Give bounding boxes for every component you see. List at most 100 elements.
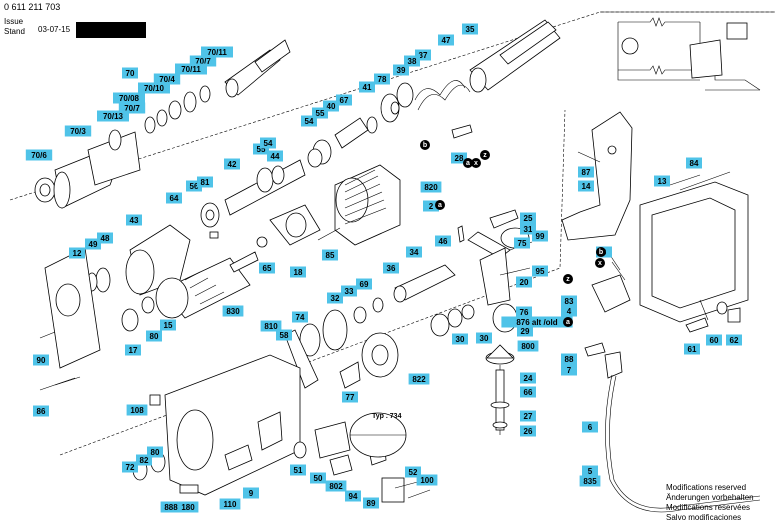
svg-text:62: 62: [730, 336, 739, 345]
svg-text:830: 830: [226, 307, 240, 316]
wiring-schematic: [617, 17, 761, 91]
svg-text:27: 27: [524, 412, 533, 421]
marker-b: b: [596, 247, 606, 257]
callout-77: 77: [342, 391, 358, 403]
note-en: Modifications reserved: [666, 483, 747, 492]
svg-text:41: 41: [363, 83, 372, 92]
callout-87: 87: [578, 166, 594, 178]
callout-5: 5: [582, 465, 598, 477]
svg-text:70/08: 70/08: [119, 94, 140, 103]
svg-text:83: 83: [565, 297, 574, 306]
callout-88: 88: [561, 353, 577, 365]
svg-text:46: 46: [439, 237, 448, 246]
callout-822: 822: [408, 373, 430, 385]
callout-82: 82: [136, 454, 152, 466]
svg-text:95: 95: [536, 267, 545, 276]
gear-housing-cover: [39, 247, 101, 391]
callout-78: 78: [374, 73, 390, 85]
callout-65: 65: [259, 262, 275, 274]
svg-text:54: 54: [305, 117, 314, 126]
svg-text:43: 43: [130, 216, 139, 225]
screws: [54, 174, 701, 499]
svg-text:6: 6: [588, 423, 593, 432]
callout-80: 80: [146, 330, 162, 342]
callout-39: 39: [393, 64, 409, 76]
callout-55: 55: [253, 143, 269, 155]
svg-text:30: 30: [480, 334, 489, 343]
svg-text:69: 69: [360, 280, 369, 289]
svg-text:30: 30: [456, 335, 465, 344]
svg-text:66: 66: [524, 388, 533, 397]
svg-text:180: 180: [181, 503, 195, 512]
svg-text:7: 7: [567, 366, 572, 375]
callout-108: 108: [126, 404, 148, 416]
svg-text:70/7: 70/7: [195, 57, 211, 66]
armature: [121, 236, 268, 332]
svg-text:70: 70: [126, 69, 135, 78]
svg-text:49: 49: [89, 240, 98, 249]
callout-70-4: 70/4: [153, 73, 181, 85]
brush-holder-parts: [293, 412, 426, 503]
callout-820: 820: [420, 181, 442, 193]
svg-text:55: 55: [316, 109, 325, 118]
callout-40: 40: [323, 100, 339, 112]
callout-61: 61: [684, 343, 700, 355]
callout-labels: 70/1170/770/1170/470/1070/0870/770/1370/…: [25, 23, 742, 513]
callout-94: 94: [345, 490, 361, 502]
callout-9: 9: [243, 487, 259, 499]
cylinder-assembly: [307, 19, 561, 168]
callout-67: 67: [336, 94, 352, 106]
svg-text:70/6: 70/6: [31, 151, 47, 160]
handle-housing: [639, 171, 749, 333]
svg-text:58: 58: [280, 331, 289, 340]
svg-text:88: 88: [565, 355, 574, 364]
svg-text:86: 86: [37, 407, 46, 416]
svg-text:9: 9: [249, 489, 254, 498]
callout-888: 888: [160, 501, 182, 513]
svg-text:75: 75: [518, 239, 527, 248]
svg-text:x: x: [474, 160, 478, 167]
issue-date: 03-07-15: [38, 25, 71, 34]
callout-69: 69: [356, 278, 372, 290]
callout-33: 33: [341, 285, 357, 297]
marker-a: a: [463, 158, 473, 168]
svg-text:80: 80: [150, 332, 159, 341]
marker-z: z: [563, 274, 573, 284]
svg-text:55: 55: [257, 145, 266, 154]
marker-x: x: [471, 158, 481, 168]
callout-46: 46: [435, 235, 451, 247]
svg-text:64: 64: [170, 194, 179, 203]
svg-text:56: 56: [190, 182, 199, 191]
svg-text:54: 54: [264, 139, 273, 148]
marker-a: a: [435, 200, 445, 210]
svg-text:b: b: [423, 142, 427, 149]
callout-70-13: 70/13: [97, 110, 129, 122]
callout-70-7: 70/7: [189, 55, 217, 67]
callout-66: 66: [520, 386, 536, 398]
svg-text:20: 20: [520, 278, 529, 287]
svg-text:876 alt /old: 876 alt /old: [516, 318, 557, 327]
callout-52: 52: [405, 466, 421, 478]
callout-84: 84: [686, 157, 702, 169]
svg-text:70/3: 70/3: [70, 127, 86, 136]
callout-74: 74: [292, 311, 308, 323]
svg-text:888: 888: [164, 503, 178, 512]
callout-30: 30: [476, 332, 492, 344]
marker-x: x: [595, 258, 605, 268]
callout-62: 62: [726, 334, 742, 346]
callout-89: 89: [363, 497, 379, 509]
svg-text:52: 52: [409, 468, 418, 477]
tool-holder-assembly: [34, 39, 291, 209]
svg-text:81: 81: [201, 178, 210, 187]
svg-text:802: 802: [329, 482, 343, 491]
callout-55: 55: [312, 107, 328, 119]
svg-text:5: 5: [588, 467, 593, 476]
svg-text:4: 4: [567, 307, 572, 316]
callout-13: 13: [654, 175, 670, 187]
svg-text:90: 90: [37, 356, 46, 365]
callout-28: 28: [451, 152, 467, 164]
svg-text:94: 94: [349, 492, 358, 501]
marker-b: b: [420, 140, 430, 150]
callout-70-08: 70/08: [113, 92, 145, 104]
